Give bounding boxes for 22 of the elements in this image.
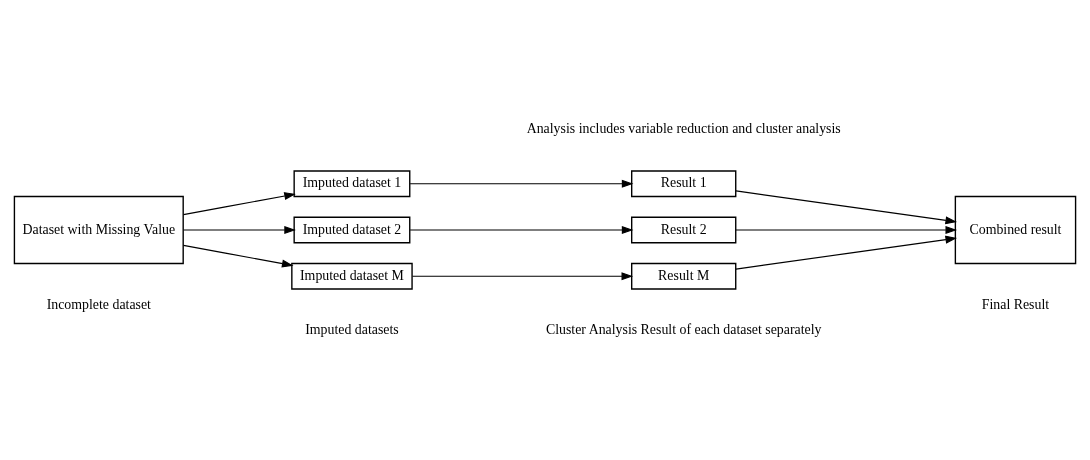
node-box: Result M <box>631 262 737 290</box>
arrow <box>735 235 958 270</box>
arrow <box>735 225 958 235</box>
arrow <box>411 272 634 281</box>
arrow <box>735 190 958 225</box>
node-box: Imputed dataset 2 <box>293 216 411 244</box>
node-box: Result 2 <box>631 216 737 244</box>
node-box: Result 1 <box>631 170 737 198</box>
label: Imputed datasets <box>305 322 399 338</box>
node-box: Combined result <box>954 195 1077 265</box>
arrow <box>409 179 634 188</box>
label: Final Result <box>981 296 1050 312</box>
node-box: Imputed dataset 1 <box>293 170 411 198</box>
arrow <box>409 225 634 235</box>
label: Cluster Analysis Result of each dataset separately <box>545 322 822 338</box>
arrow <box>182 244 294 268</box>
node-box: Dataset with Missing Value <box>13 195 184 265</box>
label: Analysis includes variable reduction and cluster analysis <box>526 121 841 137</box>
node-box: Imputed dataset M <box>291 262 413 290</box>
arrow <box>182 192 296 216</box>
label: Incomplete dataset <box>46 296 151 312</box>
arrow <box>182 225 296 235</box>
